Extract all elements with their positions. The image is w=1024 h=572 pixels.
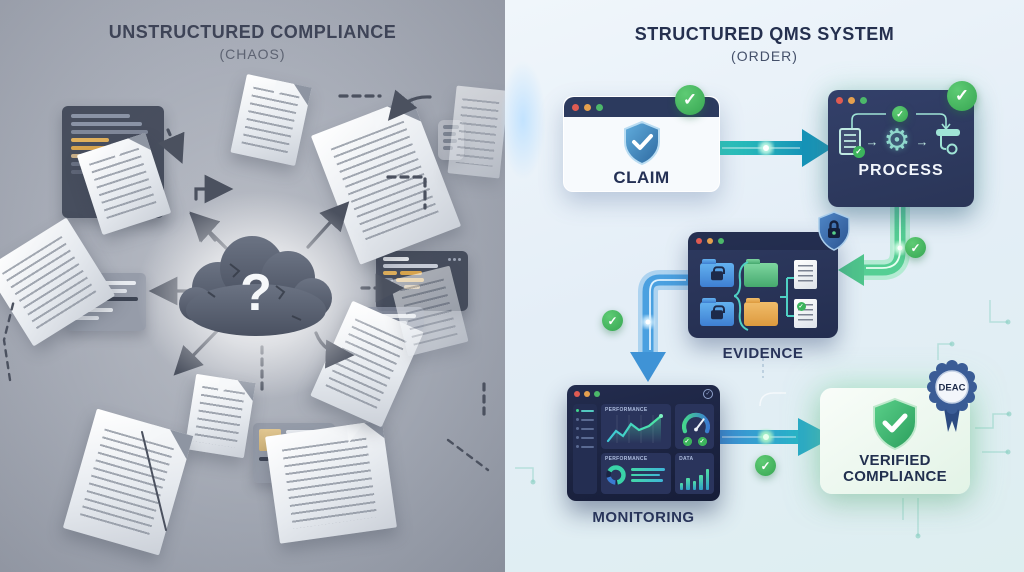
check-icon: ✓ <box>947 81 977 111</box>
folder-locked-icon <box>700 258 734 287</box>
window-dot-red <box>696 238 702 244</box>
question-mark: ? <box>240 264 272 322</box>
folder-locked-icon <box>700 297 734 326</box>
sidebar-item <box>576 418 594 421</box>
folder-icon <box>744 297 778 326</box>
window-dot-orange <box>707 238 713 244</box>
window-dot-orange <box>584 103 591 111</box>
check-icon: ✓ <box>697 437 707 447</box>
process-label: PROCESS <box>858 162 944 179</box>
badge-text: DEAC <box>939 383 966 394</box>
window-dot-green <box>718 238 724 244</box>
right-subtitle: (ORDER) <box>731 48 798 64</box>
donut-legend-lines <box>631 468 667 482</box>
sidebar-item <box>576 445 594 448</box>
link-connector <box>780 277 794 317</box>
check-icon: ✓ <box>682 437 692 447</box>
verified-label: VERIFIED COMPLIANCE <box>843 452 947 485</box>
evidence-content: ✓ <box>698 258 824 330</box>
monitoring-body: PERFORMANCE <box>573 404 714 494</box>
check-icon: ✓ <box>905 237 926 258</box>
window-dot-green <box>596 103 603 111</box>
left-panel-chaos: UNSTRUCTURED COMPLIANCE (CHAOS) <box>0 0 509 572</box>
monitoring-sidebar <box>573 404 597 494</box>
process-window: ✓ ✓ → ⚙ → PROCESS ✓ <box>828 81 977 207</box>
monitoring-label: MONITORING <box>592 509 695 526</box>
arrow-right-icon: → <box>865 133 879 149</box>
lock-icon <box>711 265 725 280</box>
scattered-document <box>265 420 397 544</box>
sidebar-item <box>576 436 594 439</box>
window-dot-green <box>594 390 600 397</box>
window-dot-orange <box>848 96 855 104</box>
check-outline-icon: ✓ <box>703 388 713 399</box>
gauge-panel: ✓ ✓ <box>675 404 714 450</box>
lock-icon <box>711 304 725 319</box>
check-icon: ✓ <box>892 106 908 122</box>
gauge-checks: ✓ ✓ <box>675 437 714 447</box>
monitoring-panels: PERFORMANCE <box>601 404 714 494</box>
window-dot-red <box>572 103 579 111</box>
certification-badge: DEAC <box>926 360 978 434</box>
sidebar-item <box>576 427 594 430</box>
document-check-icon: ✓ <box>793 299 817 328</box>
gauge-icon <box>682 412 711 434</box>
process-icons-row: ✓ → ⚙ → <box>828 124 974 158</box>
cloud-question-icon: ? <box>172 230 344 352</box>
monitoring-titlebar: ✓ <box>567 385 720 402</box>
window-dot-green <box>860 96 867 104</box>
shield-check-icon <box>623 120 660 166</box>
evidence-label: EVIDENCE <box>722 345 804 362</box>
arrow-right-icon: → <box>915 133 929 149</box>
evidence-titlebar <box>688 232 838 250</box>
right-title: STRUCTURED QMS SYSTEM <box>634 24 895 44</box>
document-check-icon: ✓ <box>838 127 865 158</box>
line-chart-panel: PERFORMANCE <box>601 404 672 450</box>
check-icon: ✓ <box>675 85 705 115</box>
gear-icon: ⚙ <box>883 124 911 157</box>
left-subtitle: (CHAOS) <box>219 46 286 62</box>
claim-label: CLAIM <box>613 168 670 187</box>
donut-chart-icon <box>606 465 626 485</box>
window-dot-red <box>574 390 580 397</box>
shield-lock-icon <box>818 211 850 251</box>
line-chart-icon <box>606 414 663 443</box>
window-dot-orange <box>584 390 590 397</box>
sidebar-item <box>576 409 594 412</box>
donut-panel: PERFORMANCE <box>601 453 672 494</box>
bar-chart-icon <box>680 468 710 490</box>
evidence-window: ✓ <box>688 211 850 338</box>
left-title: UNSTRUCTURED COMPLIANCE <box>108 22 397 42</box>
document-icon <box>793 260 817 289</box>
window-dot-red <box>836 96 843 104</box>
process-titlebar <box>828 90 974 110</box>
brace-connector <box>734 261 749 331</box>
bar-chart-panel: DATA <box>675 453 714 494</box>
divider-glow <box>500 60 546 180</box>
check-icon: ✓ <box>755 455 776 476</box>
check-icon: ✓ <box>602 310 623 331</box>
flowchart-icon <box>936 129 961 155</box>
claim-window: CLAIM ✓ <box>563 85 720 192</box>
monitoring-window: ✓ PERFORMANCE <box>567 385 720 501</box>
shield-check-green-icon <box>873 397 917 451</box>
claim-body: CLAIM <box>564 117 719 191</box>
folder-icon <box>744 258 778 287</box>
